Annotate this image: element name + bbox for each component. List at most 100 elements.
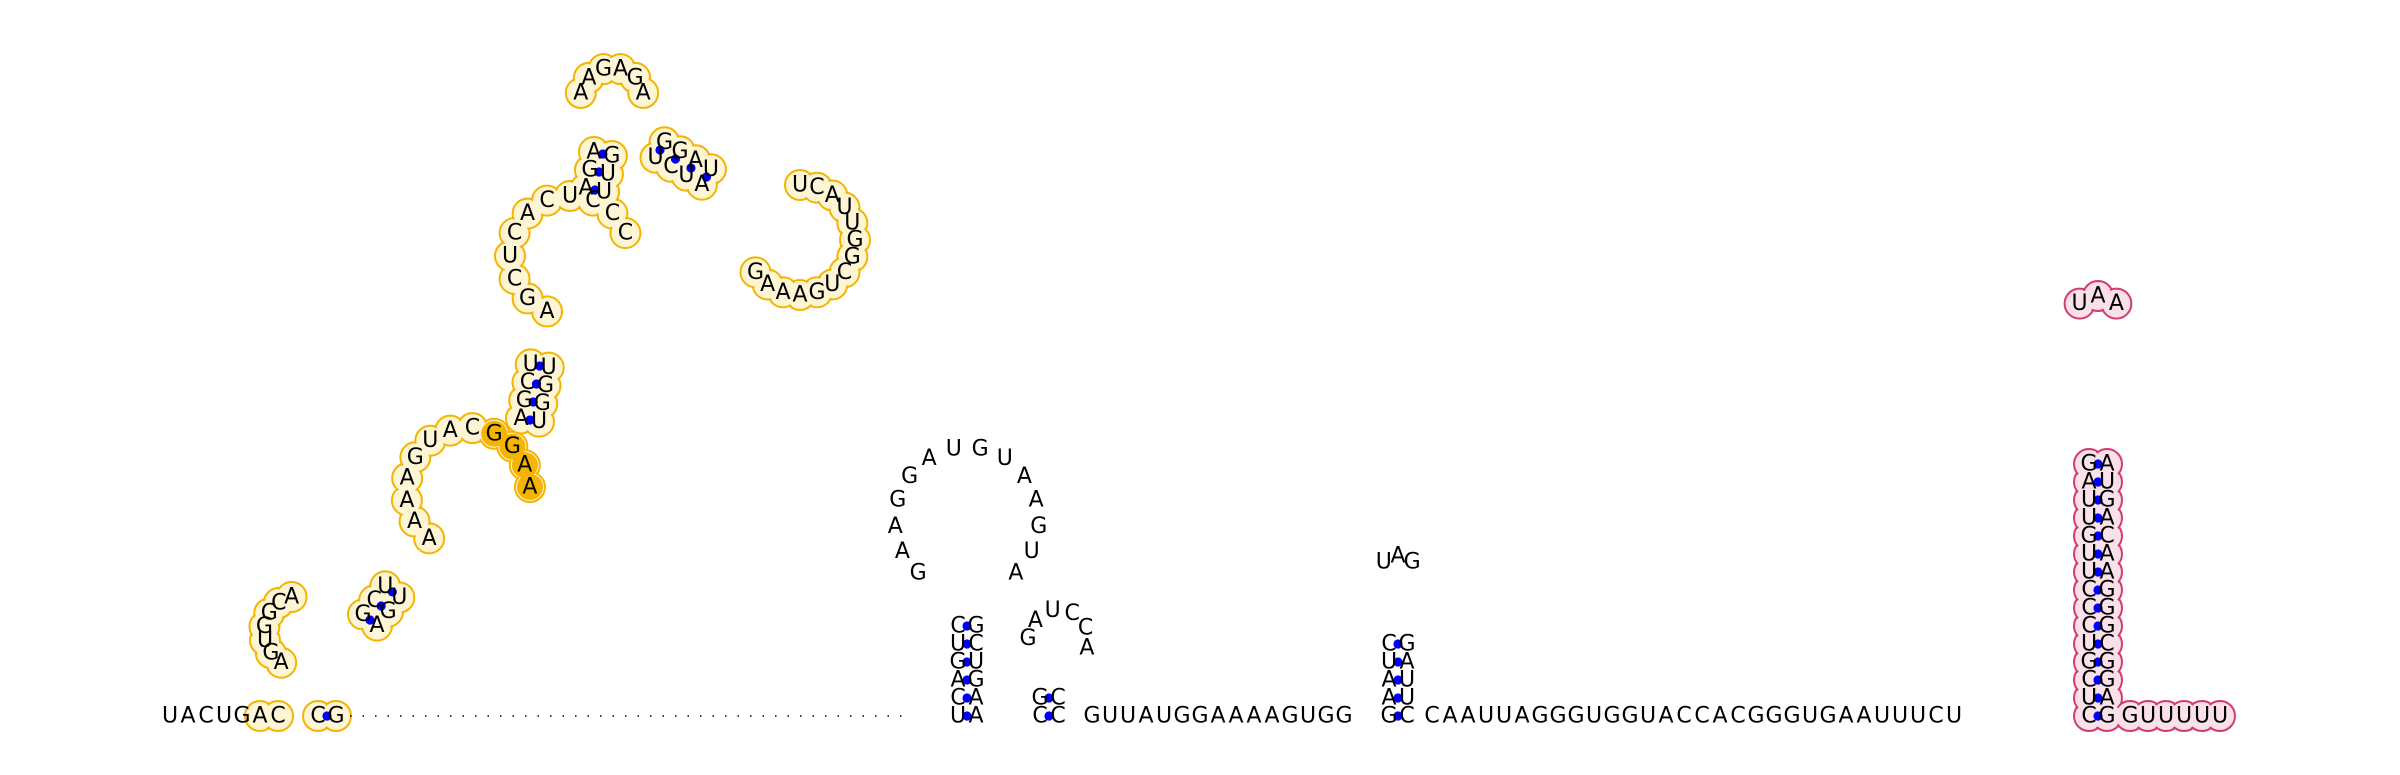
base-pair-dot (962, 639, 972, 649)
nucleotide-label: C (1424, 704, 1439, 729)
nucleotide-label: U (2081, 488, 2097, 513)
nucleotide-label: C (1928, 704, 1943, 729)
nucleotide-label: A (636, 80, 651, 105)
nucleotide-label: U (844, 211, 860, 236)
nucleotide-label: U (1120, 704, 1136, 729)
nucleotide-label: U (1381, 650, 1397, 675)
nucleotide-label: C (968, 632, 983, 657)
nucleotide-label: U (950, 632, 966, 657)
nucleotide-label: U (2081, 506, 2097, 531)
nucleotide-label: A (284, 584, 299, 609)
nucleotide-label: U (2081, 542, 2097, 567)
nucleotide-label: A (968, 686, 983, 711)
nucleotide-label: U (1586, 704, 1602, 729)
highlight-fill (629, 79, 657, 107)
base-pair-dot (1393, 657, 1403, 667)
nucleotide-label: C (1694, 704, 1709, 729)
nucleotide-label: A (1381, 668, 1396, 693)
base-pair-dot (962, 675, 972, 685)
nucleotide-label: G (627, 65, 644, 90)
nucleotide-label: G (486, 421, 503, 446)
nucleotide-label: C (465, 416, 480, 441)
nucleotide-label: C (1676, 704, 1691, 729)
nucleotide-label: U (678, 163, 694, 188)
nucleotide-label: A (775, 280, 790, 305)
nucleotide-label: G (595, 57, 612, 82)
nucleotide-label: G (1404, 549, 1421, 574)
nucleotide-label: A (922, 446, 937, 471)
nucleotide-label: U (562, 184, 578, 209)
nucleotide-label: U (2158, 704, 2174, 729)
nucleotide-label: U (1045, 598, 1061, 623)
base-pair-dot (365, 615, 375, 625)
nucleotide-label: U (1399, 686, 1415, 711)
nucleotide-label: C (310, 704, 325, 729)
nucleotide-label: G (1549, 704, 1566, 729)
nucleotide-label: U (596, 179, 612, 204)
highlight-fill (416, 427, 444, 455)
nucleotide-label: A (1399, 650, 1414, 675)
base-pair-dot (590, 185, 600, 195)
nucleotide-label: C (1050, 686, 1065, 711)
nucleotide-label: A (1264, 704, 1279, 729)
nucleotide-label: G (603, 143, 620, 168)
nucleotide-label: U (1102, 704, 1118, 729)
nucleotide-label: A (513, 406, 528, 431)
nucleotide-label: A (586, 140, 601, 165)
nucleotide-label: C (2081, 578, 2096, 603)
nucleotide-label: G (2098, 488, 2115, 513)
nucleotide-label: U (2072, 291, 2088, 316)
nucleotide-label: A (895, 539, 910, 564)
nucleotide-label: C (2099, 632, 2114, 657)
nucleotide-label: A (1210, 704, 1225, 729)
nucleotide-label: U (1376, 549, 1392, 574)
nucleotide-label: G (537, 373, 554, 398)
nucleotide-label: G (747, 260, 764, 285)
base-pair-dot (2093, 621, 2103, 631)
nucleotide-label: C (663, 154, 678, 179)
base-pair-dot (962, 657, 972, 667)
nucleotide-label: C (837, 260, 852, 285)
highlight-fill (264, 702, 292, 730)
highlight-solid (516, 474, 543, 501)
nucleotide-label: G (808, 280, 825, 305)
nucleotide-label: U (824, 272, 840, 297)
nucleotide-label: G (262, 641, 279, 666)
highlight-solid (511, 452, 538, 479)
highlight-fill (496, 242, 524, 270)
nucleotide-label: G (233, 704, 250, 729)
highlight-fill (514, 284, 542, 312)
nucleotide-label: C (1381, 632, 1396, 657)
nucleotide-label: A (1442, 704, 1457, 729)
base-pair-dot (962, 693, 972, 703)
nucleotide-label: G (2098, 704, 2115, 729)
nucleotide-label: G (504, 434, 521, 459)
base-pair-dot (2093, 567, 2103, 577)
nucleotide-label: A (760, 272, 775, 297)
base-pair-dot (2093, 657, 2103, 667)
nucleotide-label: A (613, 57, 628, 82)
base-pair-dot (1393, 639, 1403, 649)
highlight-fill (401, 507, 429, 535)
highlight-fill (514, 200, 542, 228)
nucleotide-label: G (1083, 704, 1100, 729)
base-pair-dot (962, 711, 972, 721)
base-pair-dot (531, 379, 542, 389)
nucleotide-label: G (2121, 704, 2138, 729)
nucleotide-label: G (901, 464, 918, 489)
base-pair-dot (2093, 711, 2103, 721)
nucleotide-label: G (2098, 650, 2115, 675)
nucleotide-label: A (400, 466, 415, 491)
nucleotide-label: A (1017, 464, 1032, 489)
nucleotide-label: C (2081, 614, 2096, 639)
nucleotide-label: G (2080, 524, 2097, 549)
highlight-fill (393, 486, 421, 514)
base-pair-dot (1393, 675, 1403, 685)
nucleotide-label: A (274, 650, 289, 675)
nucleotide-label: A (369, 613, 384, 638)
highlight-fill (278, 583, 306, 611)
nucleotide-label: A (573, 80, 588, 105)
nucleotide-label: G (2098, 596, 2115, 621)
nucleotide-label: A (407, 509, 422, 534)
nucleotide-label: U (216, 704, 232, 729)
